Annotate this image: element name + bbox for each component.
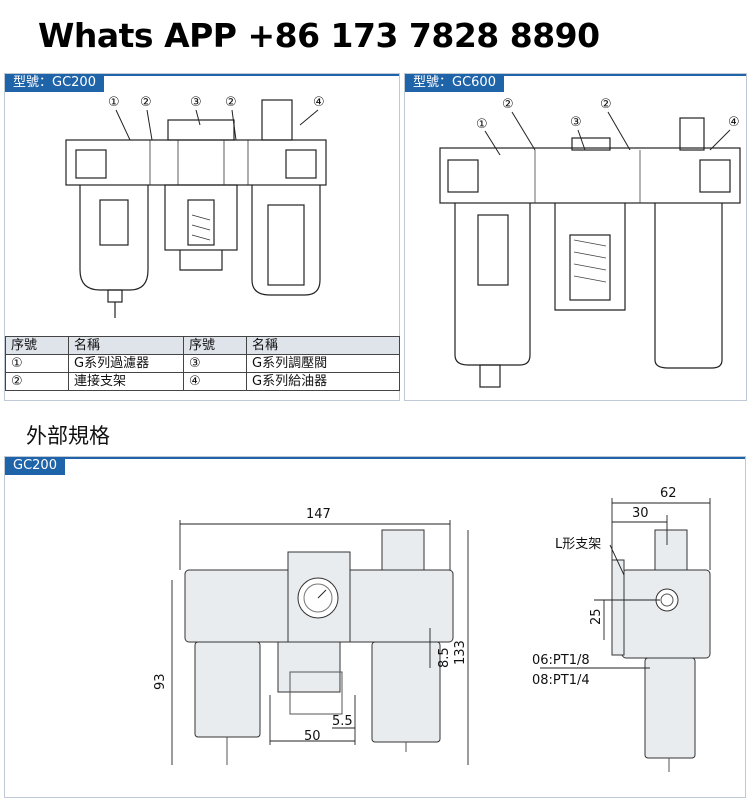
dim-gap-5-5: 5.5 xyxy=(332,714,353,729)
dim-half-30: 30 xyxy=(632,506,649,521)
legend-cell: G系列給油器 xyxy=(246,372,400,391)
gc200-model-tab: 型號：GC200 xyxy=(5,74,104,92)
callout-4: ④ xyxy=(728,115,740,130)
dim-width-147: 147 xyxy=(306,507,331,522)
dim-offset-8-5: 8.5 xyxy=(437,647,452,668)
callout-2: ② xyxy=(502,97,514,112)
callout-3: ③ xyxy=(190,95,202,110)
legend-row: ① G系列過濾器 ③ G系列調壓閥 xyxy=(5,354,400,373)
legend-cell: G系列調壓閥 xyxy=(246,354,400,373)
dim-height-133: 133 xyxy=(453,640,468,665)
callout-2b: ② xyxy=(225,95,237,110)
panel-top-rule xyxy=(5,457,745,459)
dim-port-25: 25 xyxy=(589,608,604,625)
legend-header-no: 序號 xyxy=(5,336,69,355)
legend-header-name: 名稱 xyxy=(68,336,184,355)
external-specs-heading: 外部規格 xyxy=(26,424,110,448)
port-size-08: 08:PT1/4 xyxy=(532,673,590,688)
callout-2: ② xyxy=(140,95,152,110)
gc200-dims-tab: GC200 xyxy=(5,457,65,475)
panel-top-rule xyxy=(5,74,399,76)
parts-legend-table: 序號 名稱 序號 名稱 ① G系列過濾器 ③ G系列調壓閥 ② 連接支架 ④ G… xyxy=(5,336,400,391)
callout-4: ④ xyxy=(313,95,325,110)
callout-2b: ② xyxy=(600,97,612,112)
gc600-model-tab: 型號：GC600 xyxy=(405,74,504,92)
panel-top-rule xyxy=(405,74,746,76)
gc200-dimensions-panel: GC200 xyxy=(4,456,746,798)
legend-cell: G系列過濾器 xyxy=(68,354,184,373)
legend-row: ② 連接支架 ④ G系列給油器 xyxy=(5,372,400,391)
callout-3: ③ xyxy=(570,115,582,130)
legend-header-row: 序號 名稱 序號 名稱 xyxy=(5,336,400,355)
callout-1: ① xyxy=(476,117,488,132)
legend-header-no-2: 序號 xyxy=(183,336,247,355)
whatsapp-contact-text: Whats APP +86 173 7828 8890 xyxy=(38,16,600,55)
port-size-06: 06:PT1/8 xyxy=(532,653,590,668)
gc600-callouts: ① ② ③ ② ④ xyxy=(476,97,740,156)
gc200-callouts: ① ② ③ ② ④ xyxy=(108,95,325,141)
bracket-label: L形支架 xyxy=(555,537,601,552)
dim-height-93: 93 xyxy=(153,673,168,690)
gc200-section-panel: 型號：GC200 xyxy=(4,73,400,401)
dim-pitch-50: 50 xyxy=(304,729,321,744)
dim-width-62: 62 xyxy=(660,486,677,501)
callout-1: ① xyxy=(108,95,120,110)
gc600-section-panel: 型號：GC600 xyxy=(404,73,747,401)
